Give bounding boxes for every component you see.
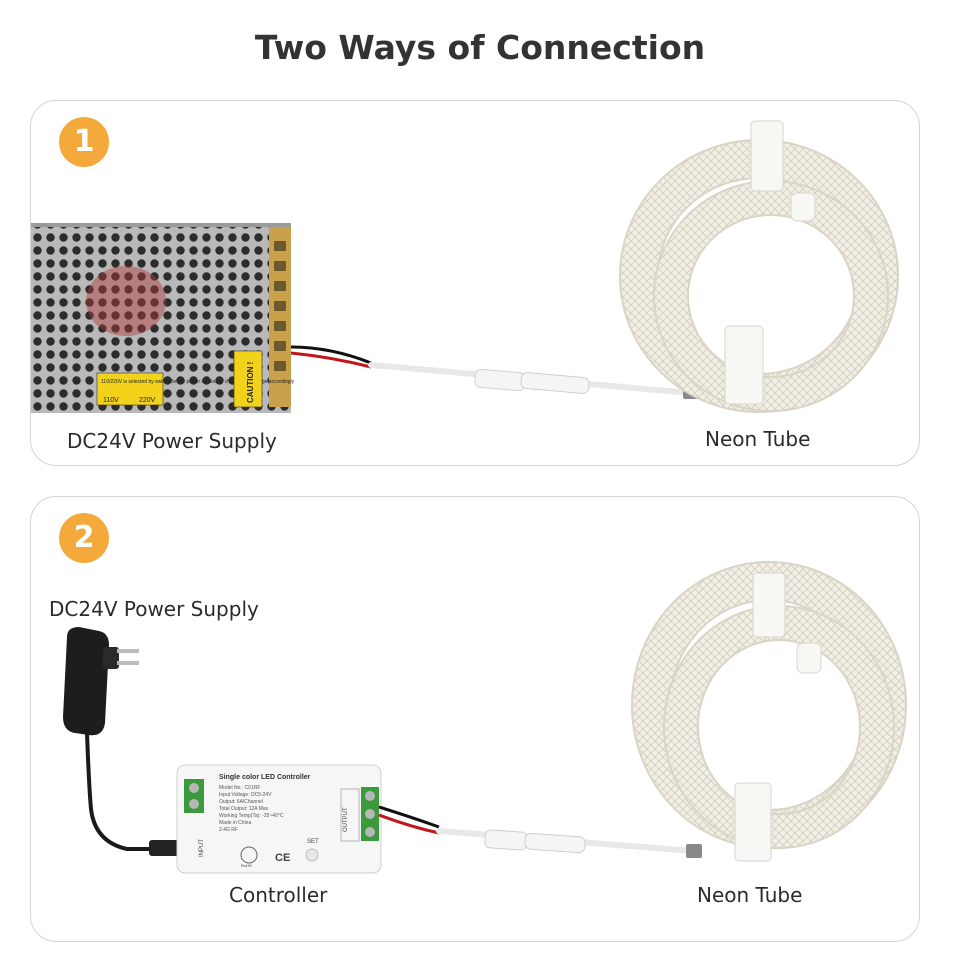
controller-spec-line: Total Output: 12A Max (219, 806, 269, 812)
controller-label: Controller (229, 883, 328, 907)
power-supply-label: DC24V Power Supply (67, 429, 277, 453)
psu-caution-text: CAUTION ! (246, 362, 255, 403)
controller-set-text: SET (307, 839, 319, 845)
power-cable (290, 345, 699, 399)
step-2-badge: 2 (59, 513, 109, 563)
controller-spec-line: Made in China (219, 820, 251, 826)
led-controller: Single color LED Controller Model No.: C… (176, 764, 382, 874)
controller-input-text: INPUT (199, 839, 205, 857)
connection-panel-1: 110/220V is selected by switch Before po… (30, 100, 920, 466)
controller-rohs-mark: RoHS (241, 863, 252, 868)
controller-spec-line: Working Temp(Ta): -25~40°C (219, 813, 284, 819)
psu-voltage-220: 220V (139, 397, 156, 404)
connection-diagram-1: 110/220V is selected by switch Before po… (31, 120, 899, 413)
output-cable (378, 805, 702, 858)
controller-ce-mark: CE (275, 852, 290, 864)
controller-spec-line: Input Voltage: DC5-24V (219, 792, 272, 798)
controller-spec-line: 2.4G RF (219, 827, 238, 833)
neon-tube-coil (619, 120, 899, 413)
psu-sticker-text: 110/220V is selected by switch Before po… (101, 379, 295, 385)
controller-spec-line: Model No.: C01RF (219, 785, 260, 791)
page-title: Two Ways of Connection (254, 28, 706, 67)
power-supply-label-2: DC24V Power Supply (49, 597, 259, 621)
connection-panel-2: Single color LED Controller Model No.: C… (30, 496, 920, 942)
step-1-badge: 1 (59, 117, 109, 167)
controller-spec-line: Output: 6A/Channel (219, 799, 263, 805)
metal-power-supply: 110/220V is selected by switch Before po… (31, 223, 295, 413)
controller-output-text: OUTPUT (343, 807, 349, 832)
controller-heading: Single color LED Controller (219, 774, 311, 781)
neon-tube-label: Neon Tube (705, 427, 811, 451)
neon-tube-label-2: Neon Tube (697, 883, 803, 907)
connection-diagram-2: Single color LED Controller Model No.: C… (63, 561, 907, 874)
wall-adapter (63, 627, 179, 856)
psu-voltage-110: 110V (103, 397, 119, 404)
neon-tube-coil-2 (631, 561, 907, 862)
